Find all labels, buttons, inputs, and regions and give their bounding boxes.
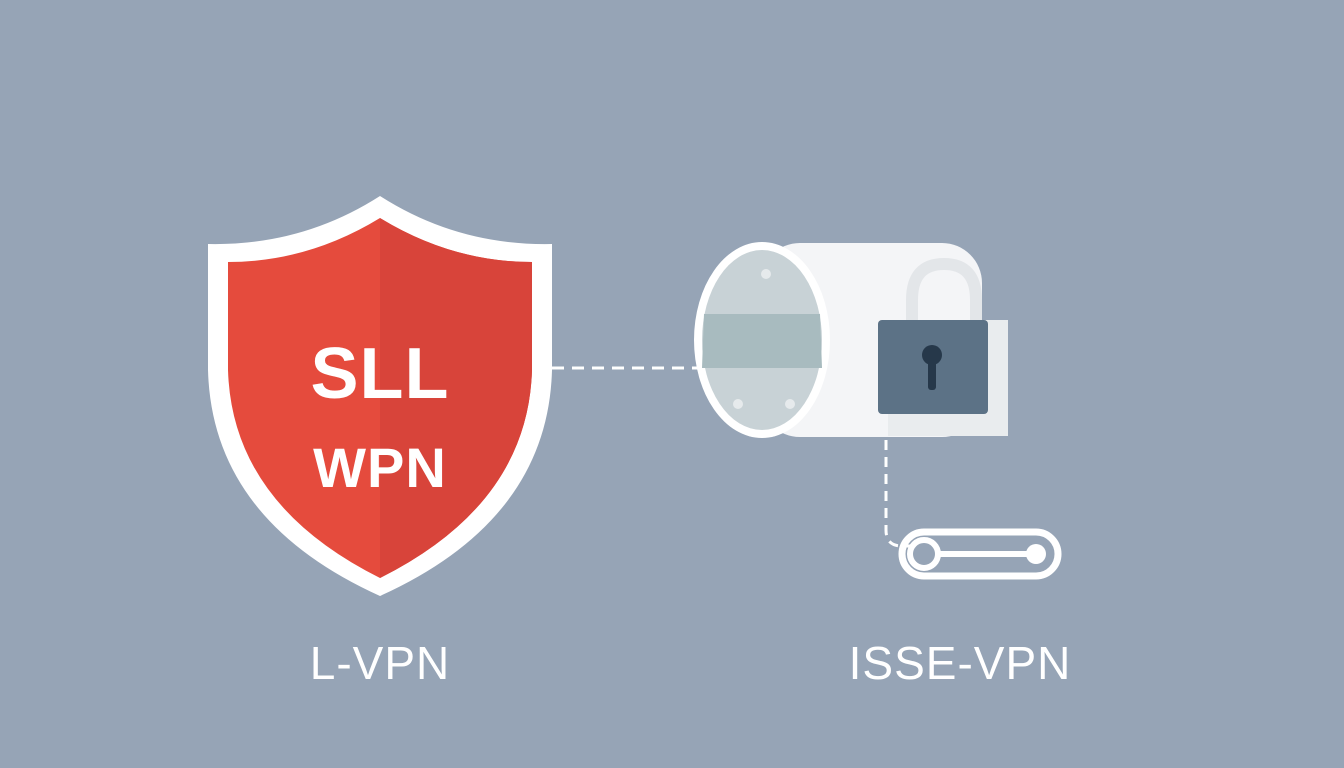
left-caption: L-VPN (309, 637, 451, 689)
shield-label-line1: SLL (310, 334, 450, 414)
shield-icon (208, 196, 552, 596)
tunnel-icon (694, 242, 982, 438)
shield-label-line2: WPN (313, 436, 447, 499)
padlock-icon (878, 257, 1008, 436)
safety-pin-icon (898, 528, 1062, 580)
keyhole-icon (922, 345, 942, 390)
right-caption: ISSE-VPN (848, 637, 1072, 689)
pin-connector-line (884, 440, 918, 548)
